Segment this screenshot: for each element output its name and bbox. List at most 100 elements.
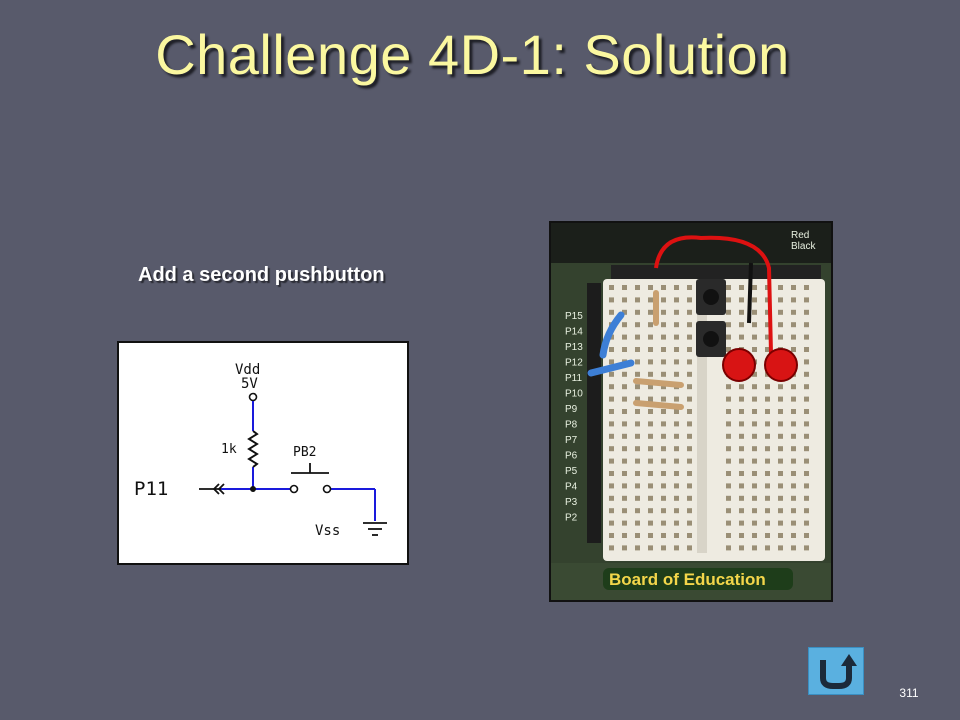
breadboard-hole [687, 285, 692, 290]
breadboard-hole [661, 285, 666, 290]
breadboard-hole [648, 446, 653, 452]
breadboard-hole [674, 471, 679, 476]
pin-row-label: P8 [565, 420, 578, 431]
breadboard-hole [726, 520, 731, 526]
breadboard-hole [726, 446, 731, 452]
breadboard-hole [765, 309, 770, 315]
breadboard-hole [804, 483, 809, 489]
breadboard-hole [635, 495, 640, 501]
breadboard-hole [635, 396, 640, 402]
breadboard-hole [765, 471, 770, 476]
breadboard-hole [661, 471, 666, 476]
breadboard-hole [726, 433, 731, 439]
breadboard-hole [791, 458, 796, 464]
breadboard-hole [752, 421, 757, 427]
breadboard-hole [804, 545, 809, 551]
breadboard-hole [726, 297, 731, 303]
breadboard-hole [635, 384, 640, 390]
breadboard-hole [609, 471, 614, 476]
breadboard-hole [726, 508, 731, 514]
breadboard-hole [752, 446, 757, 452]
breadboard-hole [804, 347, 809, 352]
breadboard-hole [622, 384, 627, 390]
breadboard-hole [791, 409, 796, 414]
breadboard-hole [609, 533, 614, 538]
breadboard-hole [674, 334, 679, 340]
breadboard-hole [635, 309, 640, 315]
circuit-wires [219, 401, 376, 521]
breadboard-hole [661, 446, 666, 452]
breadboard-hole [739, 297, 744, 303]
breadboard-hole [609, 396, 614, 402]
breadboard-hole [687, 297, 692, 303]
red-led-1 [722, 348, 756, 382]
breadboard-hole [778, 334, 783, 340]
pin-row-label: P10 [565, 389, 583, 400]
breadboard-hole [687, 483, 692, 489]
breadboard-hole [765, 508, 770, 514]
breadboard-hole [674, 322, 679, 328]
breadboard-hole [804, 359, 809, 365]
return-button[interactable] [808, 647, 864, 695]
pin-row-label: P2 [565, 513, 578, 524]
breadboard-hole [765, 334, 770, 340]
breadboard-hole [752, 433, 757, 439]
breadboard-hole [765, 297, 770, 303]
breadboard-hole [726, 384, 731, 390]
breadboard-hole [609, 285, 614, 290]
breadboard-hole [622, 371, 627, 377]
breadboard-hole [648, 347, 653, 352]
junction-dot [250, 486, 256, 492]
breadboard-hole [609, 495, 614, 501]
breadboard-hole [765, 347, 770, 352]
breadboard-hole [661, 409, 666, 414]
blue-wire-2 [587, 359, 635, 377]
breadboard-hole [687, 508, 692, 514]
breadboard-hole [648, 495, 653, 501]
breadboard-hole [778, 421, 783, 427]
breadboard-hole [609, 433, 614, 439]
breadboard-hole [609, 421, 614, 427]
breadboard-hole [765, 545, 770, 551]
breadboard-hole [648, 297, 653, 303]
breadboard-hole [687, 421, 692, 427]
breadboard-hole [635, 297, 640, 303]
breadboard-hole [661, 371, 666, 377]
breadboard-hole [739, 471, 744, 476]
breadboard-hole [804, 371, 809, 377]
breadboard-hole [635, 446, 640, 452]
breadboard-hole [765, 433, 770, 439]
breadboard-hole [635, 347, 640, 352]
breadboard-hole [635, 285, 640, 290]
breadboard-hole [674, 545, 679, 551]
breadboard-hole [739, 483, 744, 489]
breadboard-hole [791, 520, 796, 526]
pin-arrow-icon [199, 483, 225, 495]
breadboard-hole [609, 446, 614, 452]
breadboard-hole [739, 433, 744, 439]
breadboard-hole [674, 421, 679, 427]
breadboard-hole [752, 322, 757, 328]
black-wire [747, 262, 753, 324]
breadboard-hole [661, 297, 666, 303]
breadboard-hole [804, 471, 809, 476]
breadboard-hole [674, 446, 679, 452]
breadboard-hole [648, 309, 653, 315]
breadboard-hole [778, 384, 783, 390]
breadboard-hole [674, 508, 679, 514]
pushbutton-symbol [291, 463, 329, 474]
breadboard-hole [648, 533, 653, 538]
breadboard-hole [674, 483, 679, 489]
breadboard-hole [661, 458, 666, 464]
breadboard-hole [778, 285, 783, 290]
breadboard-hole [687, 396, 692, 402]
breadboard-hole [661, 309, 666, 315]
breadboard-hole [687, 446, 692, 452]
breadboard-hole [622, 495, 627, 501]
button-contact-right [322, 484, 332, 494]
red-led-2 [764, 348, 798, 382]
voltage-label: 5V [241, 376, 258, 392]
breadboard-hole [739, 446, 744, 452]
breadboard-hole [778, 545, 783, 551]
